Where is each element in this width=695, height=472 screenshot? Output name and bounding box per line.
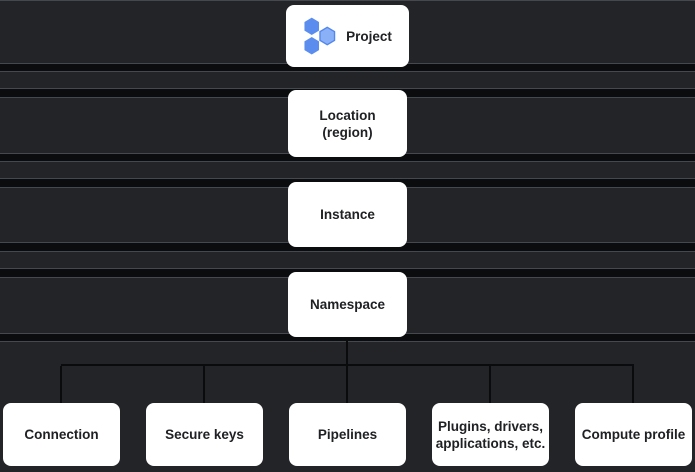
project-label: Project	[346, 28, 392, 44]
connector-stub-connection	[60, 366, 62, 403]
pipelines-label: Pipelines	[317, 427, 378, 442]
compute-profile-label: Compute profile	[581, 427, 686, 442]
connector-stub-pipelines	[346, 366, 348, 403]
namespace-label: Namespace	[309, 297, 386, 312]
connector-stub-secure-keys	[203, 366, 205, 403]
pipelines-node: Pipelines	[289, 403, 406, 466]
location-node: Location (region)	[288, 90, 407, 157]
top-border-line	[0, 0, 695, 1]
connector-namespace-stem	[346, 341, 348, 366]
connection-label: Connection	[24, 427, 99, 442]
connector-stub-plugins	[489, 366, 491, 403]
connector-stub-compute-profile	[632, 366, 634, 403]
namespace-node: Namespace	[288, 272, 407, 337]
plugins-label: Plugins, drivers, applications, etc.	[435, 418, 546, 451]
project-node: Project	[286, 5, 409, 67]
compute-profile-node: Compute profile	[575, 403, 692, 466]
secure-keys-node: Secure keys	[146, 403, 263, 466]
connection-node: Connection	[3, 403, 120, 466]
connector-rail	[61, 364, 634, 366]
hexagons-project-icon	[304, 17, 336, 54]
instance-label: Instance	[320, 207, 375, 222]
instance-node: Instance	[288, 182, 407, 247]
plugins-node: Plugins, drivers, applications, etc.	[432, 403, 549, 466]
location-label: Location (region)	[319, 107, 376, 140]
secure-keys-label: Secure keys	[165, 427, 244, 442]
